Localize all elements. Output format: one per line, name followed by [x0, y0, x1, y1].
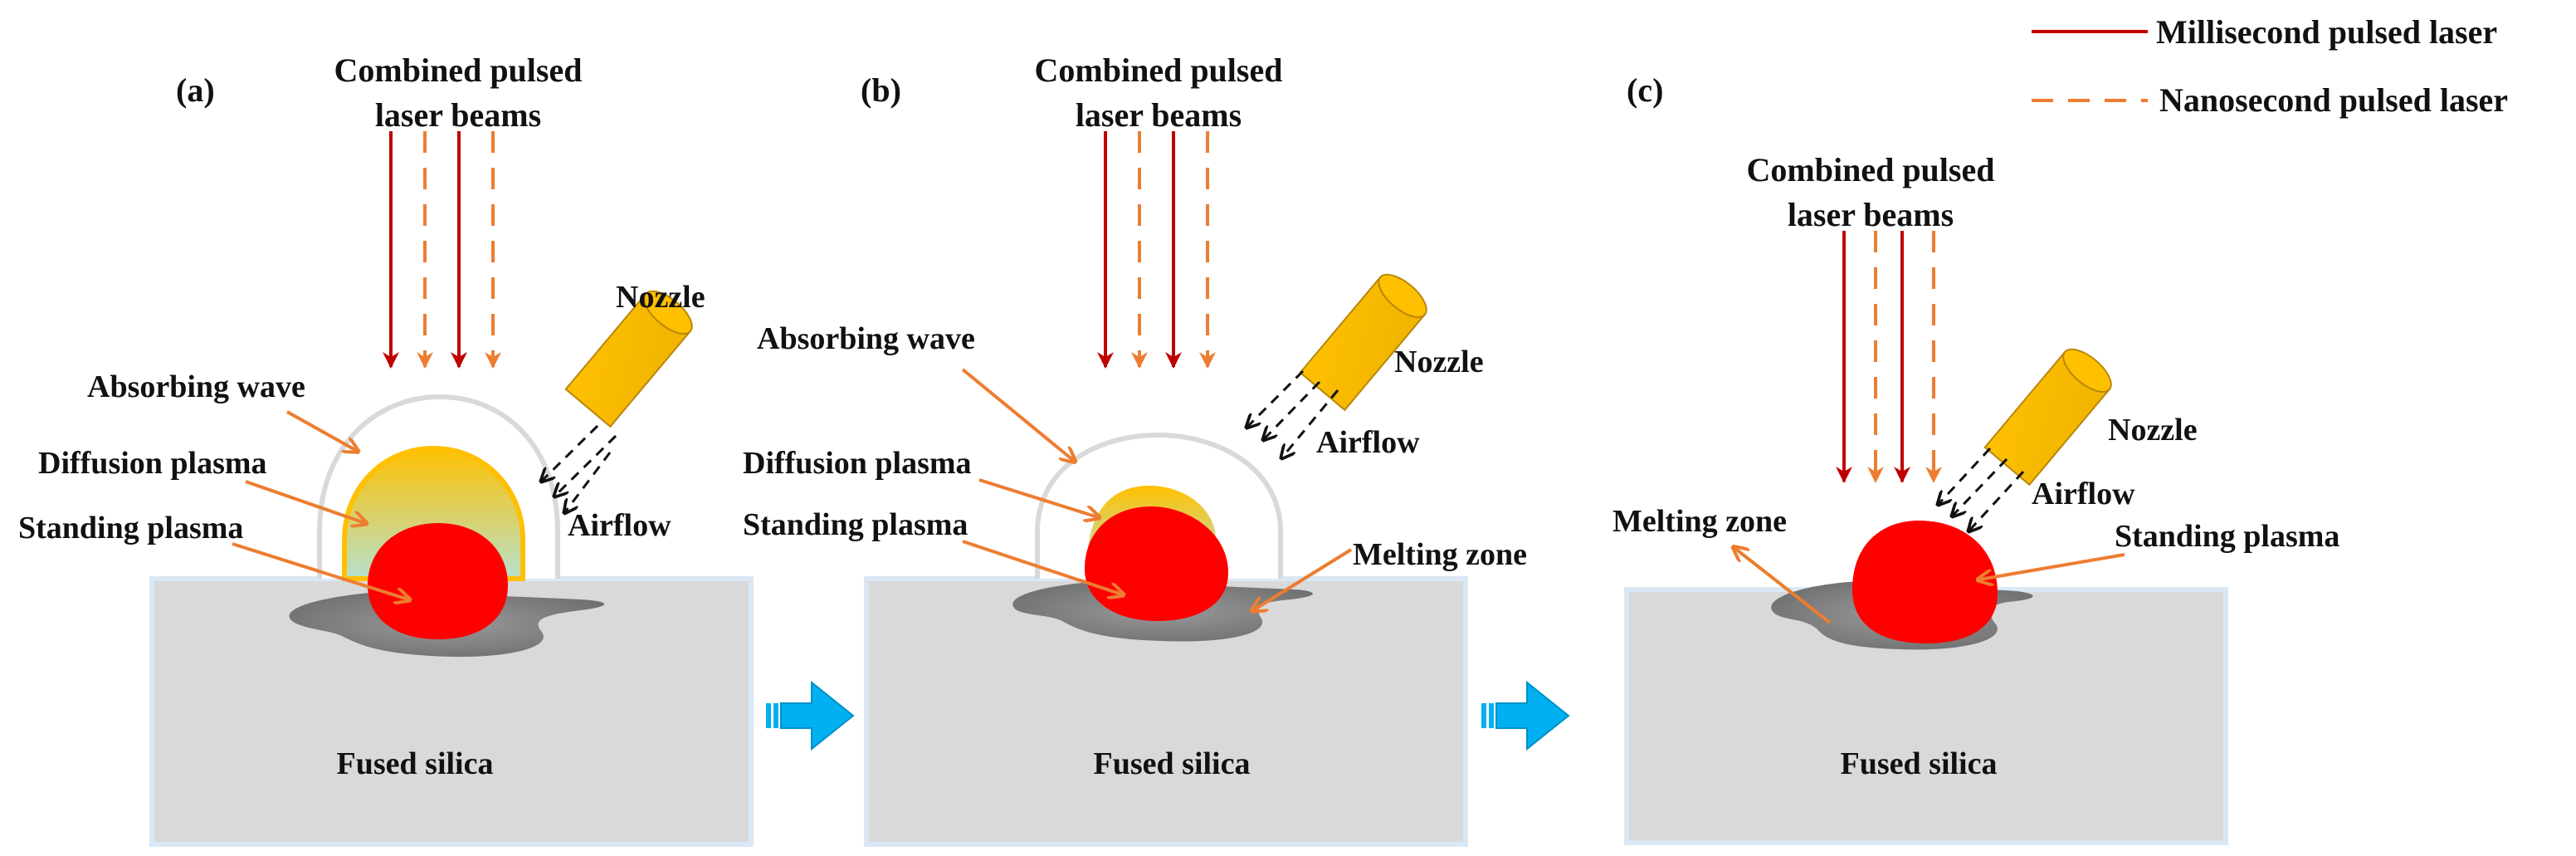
- standing-plasma: [1852, 521, 1998, 643]
- nozzle-label: Nozzle: [1394, 345, 1484, 379]
- melting-zone-label: Melting zone: [1612, 504, 1787, 539]
- diffusion-plasma-pointer: [245, 480, 365, 523]
- laser-beams: [1097, 131, 1216, 369]
- airflow-arrows: [541, 424, 617, 513]
- melting-zone-label: Melting zone: [1353, 537, 1527, 572]
- substrate-label: Fused silica: [1094, 746, 1251, 781]
- standing-plasma-pointer: [962, 540, 1122, 594]
- absorbing-wave-pointer: [961, 368, 1074, 461]
- nozzle-label: Nozzle: [616, 280, 705, 315]
- panel-tag: (a): [176, 71, 215, 109]
- beam-title-line2: laser beams: [1076, 96, 1242, 134]
- laser-beams: [1836, 231, 1942, 483]
- nozzle-label: Nozzle: [2108, 413, 2198, 448]
- beam-title-line2: laser beams: [375, 96, 541, 134]
- legend-ms-label: Millisecond pulsed laser: [2156, 13, 2497, 51]
- airflow-arrows: [1938, 447, 2025, 531]
- standing-plasma-pointer: [232, 542, 408, 599]
- airflow-label: Airflow: [1316, 425, 1420, 460]
- melting-zone-pointer: [1253, 548, 1353, 610]
- beam-title-line1: Combined pulsed: [1035, 51, 1283, 89]
- legend: Millisecond pulsed laser Nanosecond puls…: [2032, 13, 2508, 119]
- beam-title-line1: Combined pulsed: [334, 51, 583, 89]
- standing-plasma-label: Standing plasma: [743, 507, 968, 542]
- panel-a: (a) Combined pulsed laser beams Fused si…: [18, 51, 754, 847]
- stage-arrow-icon: [1481, 680, 1570, 751]
- melting-zone-pointer: [1734, 548, 1832, 624]
- nozzle: [1299, 273, 1427, 412]
- airflow-label: Airflow: [568, 508, 671, 543]
- panel-tag: (c): [1627, 71, 1663, 109]
- laser-beams: [383, 131, 501, 369]
- diffusion-plasma-pointer: [978, 478, 1098, 517]
- absorbing-wave-pointer: [286, 410, 357, 451]
- standing-plasma-label: Standing plasma: [18, 511, 243, 545]
- beam-title-line2: laser beams: [1788, 196, 1954, 233]
- standing-plasma-label: Standing plasma: [2115, 519, 2339, 554]
- panel-c: (c) Combined pulsed laser beams Fused si…: [1612, 71, 2339, 845]
- diffusion-plasma-label: Diffusion plasma: [743, 446, 972, 481]
- beam-title-line1: Combined pulsed: [1747, 151, 1995, 188]
- standing-plasma: [368, 523, 508, 639]
- panel-tag: (b): [861, 71, 901, 109]
- airflow-label: Airflow: [2032, 477, 2135, 511]
- absorbing-wave-label: Absorbing wave: [757, 321, 975, 356]
- airflow-arrows: [1247, 369, 1339, 458]
- standing-plasma-pointer: [1979, 553, 2125, 580]
- nozzle: [564, 290, 693, 428]
- legend-ns-label: Nanosecond pulsed laser: [2159, 81, 2508, 119]
- stage-arrow-icon: [766, 680, 855, 751]
- absorbing-wave-label: Absorbing wave: [87, 369, 305, 404]
- diffusion-plasma-label: Diffusion plasma: [38, 446, 267, 481]
- nozzle: [1983, 348, 2112, 487]
- panel-b: (b) Combined pulsed laser beams Fused si…: [743, 51, 1527, 847]
- substrate-label: Fused silica: [1841, 746, 1998, 781]
- substrate-label: Fused silica: [337, 746, 494, 781]
